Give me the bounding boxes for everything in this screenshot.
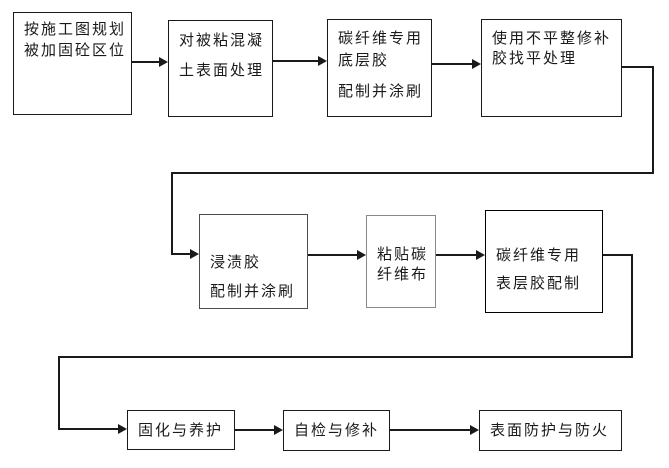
edge-n6-n7-arrowhead-icon (476, 250, 485, 260)
edge-n4-n5-segment (171, 172, 173, 254)
node-text-line: 配制并涂刷 (338, 83, 424, 100)
node-text-line: 表层胶配制 (496, 275, 582, 292)
edge-n7-n8-arrowhead-icon (118, 424, 127, 434)
edge-n3-n4-arrowhead-icon (472, 59, 481, 69)
node-text-line: 按施工图规划 (24, 21, 127, 38)
node-text-line: 表面防护与防火 (490, 422, 610, 439)
flow-node-paste-carbon-fiber-sheet: 粘贴碳 纤维布 (366, 215, 436, 308)
edge-n7-n8-segment (58, 356, 633, 358)
node-text-line: 胶找平处理 (492, 50, 578, 67)
edge-n9-n10-line (390, 429, 470, 431)
node-text-line: 碳纤维专用 (496, 247, 582, 264)
node-text-line: 使用不平整修补 (492, 30, 612, 47)
edge-n7-n8-segment (58, 428, 118, 430)
flow-node-surface-fire-protection: 表面防护与防火 (479, 410, 622, 451)
edge-n7-n8-segment (58, 356, 60, 429)
node-text-line: 浸渍胶 (210, 254, 262, 271)
edge-n4-n5-segment (171, 253, 190, 255)
node-text-line: 被加固砼区位 (24, 42, 127, 59)
edge-n1-n2-line (132, 61, 159, 63)
node-text-line: 对被粘混凝 (179, 32, 265, 49)
edge-n2-n3-line (273, 60, 318, 62)
edge-n1-n2-arrowhead-icon (159, 57, 168, 67)
edge-n8-n9-arrowhead-icon (274, 425, 283, 435)
node-text-line: 底层胶 (338, 52, 390, 69)
node-text-line: 自检与修补 (294, 422, 380, 439)
node-text-line: 配制并涂刷 (210, 283, 296, 300)
edge-n7-n8-segment (631, 254, 633, 357)
edge-n2-n3-arrowhead-icon (318, 56, 327, 66)
flow-node-concrete-surface-treatment: 对被粘混凝 土表面处理 (168, 20, 273, 117)
edge-n9-n10-arrowhead-icon (470, 425, 479, 435)
node-text-line: 纤维布 (377, 266, 429, 283)
flow-node-self-inspection-repair: 自检与修补 (283, 410, 390, 451)
edge-n4-n5-segment (171, 172, 654, 174)
edge-n6-n7-line (436, 254, 476, 256)
flow-node-impregnating-adhesive: 浸渍胶 配制并涂刷 (199, 214, 308, 309)
flow-node-topcoat-adhesive: 碳纤维专用 表层胶配制 (485, 210, 603, 313)
flow-node-plan-reinforcement-area: 按施工图规划 被加固砼区位 (13, 12, 132, 115)
edge-n3-n4-line (432, 63, 472, 65)
flow-node-leveling-repair-adhesive: 使用不平整修补 胶找平处理 (481, 19, 622, 117)
node-text-line: 碳纤维专用 (338, 30, 424, 47)
edge-n4-n5-segment (652, 66, 654, 173)
node-text-line: 土表面处理 (179, 62, 265, 79)
edge-n7-n8-segment (603, 254, 633, 256)
flow-node-curing-maintenance: 固化与养护 (127, 410, 235, 450)
edge-n5-n6-line (308, 254, 357, 256)
edge-n4-n5-segment (622, 66, 654, 68)
edge-n5-n6-arrowhead-icon (357, 250, 366, 260)
edge-n4-n5-arrowhead-icon (190, 249, 199, 259)
flow-node-primer-adhesive: 碳纤维专用 底层胶 配制并涂刷 (327, 19, 432, 117)
node-text-line: 粘贴碳 (377, 246, 429, 263)
node-text-line: 固化与养护 (138, 421, 224, 439)
edge-n8-n9-line (235, 429, 274, 431)
